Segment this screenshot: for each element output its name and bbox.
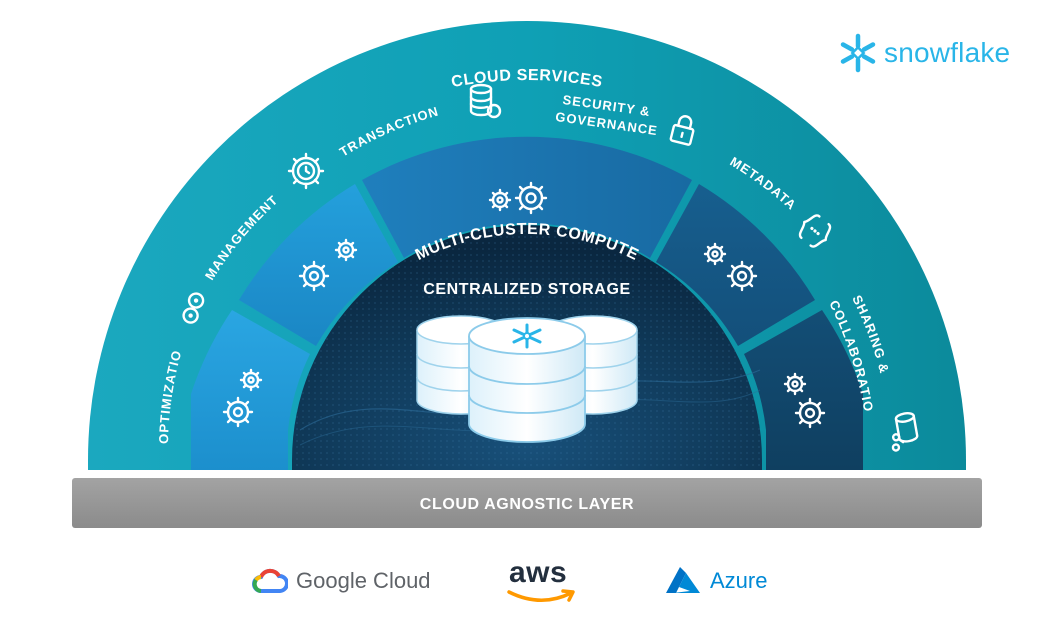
lock-icon <box>669 115 695 146</box>
snowflake-logo: snowflake <box>838 33 1010 73</box>
compute-segment-right-upper <box>656 184 815 346</box>
braces-icon <box>798 214 832 248</box>
azure-icon <box>666 567 700 593</box>
cloud-agnostic-layer <box>72 478 982 528</box>
provider-name-aws: aws <box>509 556 568 589</box>
compute-segment-left-upper <box>239 184 398 346</box>
database-sync-icon <box>469 83 502 119</box>
gears-icon <box>222 181 826 429</box>
snowflake-icon <box>840 33 876 73</box>
storage-title: CENTRALIZED STORAGE <box>423 281 631 298</box>
google-cloud-icon <box>252 568 288 593</box>
snowflake-database-icon <box>416 315 638 443</box>
provider-name-google-cloud: Google Cloud <box>296 568 431 593</box>
aws-smile-icon <box>507 589 575 602</box>
provider-azure: Azure <box>664 560 767 602</box>
provider-name-azure: Azure <box>710 568 768 593</box>
snowflake-wordmark: snowflake <box>884 37 1011 68</box>
management-gear-icon <box>287 152 325 190</box>
compute-segment-right-lower <box>744 310 863 470</box>
cloud-agnostic-title: CLOUD AGNOSTIC LAYER <box>420 496 634 513</box>
database-share-icon <box>891 412 919 452</box>
provider-google-cloud: Google Cloud <box>252 560 431 602</box>
optimization-icon <box>182 292 205 324</box>
provider-aws: aws <box>505 556 579 608</box>
